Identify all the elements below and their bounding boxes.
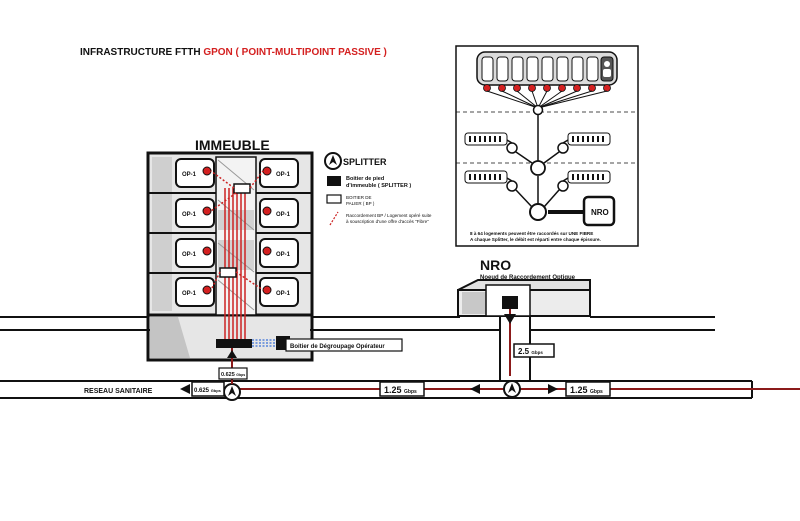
op-unit: OP-1	[259, 198, 299, 228]
flow-arrows	[180, 384, 558, 394]
diagram-title: INFRASTRUCTURE FTTH GPON ( POINT-MULTIPO…	[80, 47, 387, 58]
pied-immeuble-box	[216, 339, 252, 348]
legend-palier-1: BOITIER DE	[346, 195, 372, 200]
nro-title: NRO	[480, 257, 511, 273]
raccord-icon	[329, 211, 339, 226]
rate-box-nro	[513, 343, 555, 358]
title-highlight: GPON ( POINT-MULTIPOINT PASSIVE )	[203, 47, 387, 58]
rate-riser: 0.625 Gbps	[221, 372, 245, 378]
legend: SPLITTER Boitier de pied d'immeuble ( SP…	[324, 152, 432, 226]
svg-text:OP-1: OP-1	[182, 291, 197, 297]
rate-nro: 2.5 Gbps	[518, 347, 543, 356]
op-unit: OP-1	[175, 158, 215, 188]
street-upper	[0, 316, 715, 331]
op-unit: OP-1	[175, 238, 215, 268]
palier-box	[233, 183, 251, 194]
splitter-icon	[506, 142, 518, 154]
legend-pied-2: d'immeuble ( SPLITTER )	[346, 183, 411, 189]
gpon-inset: NRO 8 à 64 logements peuvent être raccor…	[455, 45, 639, 247]
splitter-icon	[223, 383, 241, 401]
splitter-icon	[557, 142, 569, 154]
op-unit: OP-1	[259, 277, 299, 307]
legend-palier-2: PALIER ( BP )	[346, 201, 375, 206]
user-icon	[604, 61, 610, 67]
svg-text:OP-1: OP-1	[276, 212, 291, 218]
rate-box-right	[565, 381, 611, 397]
pied-icon	[327, 176, 341, 186]
op-unit: OP-1	[259, 238, 299, 268]
title-prefix: INFRASTRUCTURE FTTH	[80, 47, 203, 58]
olt-equipment	[502, 296, 518, 309]
splitter-icon	[557, 180, 569, 192]
op-unit: OP-1	[259, 158, 299, 188]
inset-note-2: A chaque Splitter, le débit est réparti …	[470, 237, 601, 242]
degroupage-label-box	[285, 338, 403, 352]
svg-text:OP-1: OP-1	[276, 252, 291, 258]
palier-icon	[326, 194, 342, 204]
splitter-icon	[530, 160, 546, 176]
drop-fibers	[210, 170, 264, 291]
legend-pied-1: Boitier de pied	[346, 176, 384, 182]
nro-subtitle: Noeud de Raccordement Optique	[480, 275, 576, 281]
degroupage-fibers	[252, 339, 276, 347]
reseau-label: RESEAU SANITAIRE	[84, 388, 153, 395]
inset-note-1: 8 à 64 logements peuvent être raccordés …	[470, 231, 593, 236]
nro-building	[457, 279, 591, 317]
inset-nro-label: NRO	[591, 208, 609, 217]
palier-box	[219, 267, 237, 278]
svg-text:OP-1: OP-1	[182, 172, 197, 178]
splitter-icon	[503, 380, 521, 398]
rate-box-riser	[218, 367, 248, 380]
legend-raccord-1: Raccordement BP / Logement opéré suite	[346, 213, 432, 218]
svg-text:OP-1: OP-1	[182, 212, 197, 218]
rate-center: 1.25 Gbps	[384, 385, 417, 395]
inset-nro-node	[582, 195, 616, 227]
splitter-icon	[506, 180, 518, 192]
svg-text:OP-1: OP-1	[276, 172, 291, 178]
building	[146, 151, 314, 362]
op-unit: OP-1	[175, 198, 215, 228]
rate-box-left	[191, 381, 225, 397]
building-label: IMMEUBLE	[195, 137, 270, 153]
riser-fibers	[224, 188, 246, 343]
legend-raccord-2: à souscription d'une offre d'accès "Fibr…	[346, 219, 429, 224]
rate-box-center	[379, 381, 425, 397]
rate-left: 0.625 Gbps	[194, 388, 222, 394]
splitter-icon	[532, 104, 544, 116]
svg-text:OP-1: OP-1	[276, 291, 291, 297]
svg-text:OP-1: OP-1	[182, 252, 197, 258]
legend-splitter: SPLITTER	[343, 157, 387, 167]
rate-right: 1.25 Gbps	[570, 385, 603, 395]
degroupage-label: Boitier de Dégroupage Opérateur	[290, 344, 385, 350]
op-unit: OP-1	[175, 277, 215, 307]
